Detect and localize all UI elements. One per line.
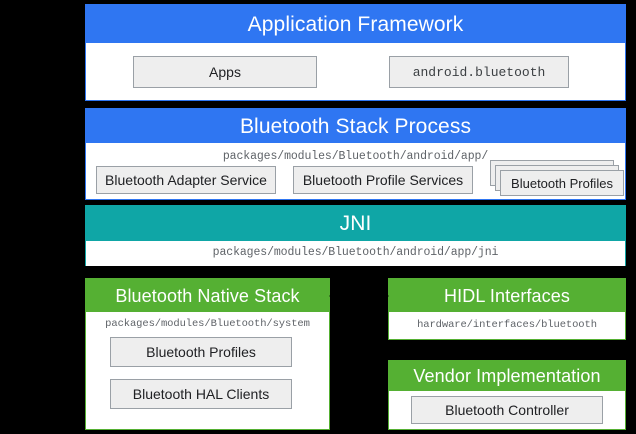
bluetooth-stack-process-path: packages/modules/Bluetooth/android/app/ (222, 150, 489, 163)
jni-path: packages/modules/Bluetooth/android/app/j… (212, 246, 499, 259)
hidl-interfaces-header: HIDL Interfaces (389, 279, 625, 312)
connector-line (336, 295, 382, 297)
jni-body: packages/modules/Bluetooth/android/app/j… (86, 241, 625, 266)
box-bluetooth-profile-services[interactable]: Bluetooth Profile Services (293, 166, 473, 194)
bluetooth-stack-process-header: Bluetooth Stack Process (86, 109, 625, 143)
layer-jni: JNI packages/modules/Bluetooth/android/a… (85, 205, 626, 266)
box-bluetooth-profile-services-label: Bluetooth Profile Services (302, 172, 464, 188)
application-framework-header: Application Framework (86, 5, 625, 43)
box-bluetooth-controller[interactable]: Bluetooth Controller (411, 396, 603, 424)
vendor-implementation-body: Bluetooth Controller (389, 391, 625, 429)
layer-application-framework: Application Framework Apps android.bluet… (85, 4, 626, 101)
layer-bluetooth-stack-process: Bluetooth Stack Process packages/modules… (85, 108, 626, 200)
bluetooth-native-stack-path: packages/modules/Bluetooth/system (105, 318, 310, 330)
application-framework-body: Apps android.bluetooth (86, 43, 625, 100)
box-bluetooth-adapter-service-label: Bluetooth Adapter Service (105, 172, 267, 188)
box-android-bluetooth[interactable]: android.bluetooth (389, 56, 569, 88)
layer-hidl-interfaces: HIDL Interfaces hardware/interfaces/blue… (388, 278, 626, 340)
box-bluetooth-controller-label: Bluetooth Controller (445, 402, 569, 418)
layer-vendor-implementation: Vendor Implementation Bluetooth Controll… (388, 360, 626, 430)
vendor-implementation-header: Vendor Implementation (389, 361, 625, 391)
bluetooth-native-stack-body: packages/modules/Bluetooth/system Blueto… (86, 312, 329, 429)
box-bluetooth-hal-clients[interactable]: Bluetooth HAL Clients (110, 379, 292, 409)
layer-bluetooth-native-stack: Bluetooth Native Stack packages/modules/… (85, 278, 330, 430)
bluetooth-native-stack-header: Bluetooth Native Stack (86, 279, 329, 312)
box-bluetooth-profiles-stacked-label: Bluetooth Profiles (511, 175, 613, 191)
jni-header: JNI (86, 206, 625, 241)
hidl-interfaces-body: hardware/interfaces/bluetooth (389, 312, 625, 339)
box-bluetooth-hal-clients-label: Bluetooth HAL Clients (132, 386, 270, 402)
box-apps-label: Apps (209, 64, 241, 80)
box-apps[interactable]: Apps (133, 56, 317, 88)
box-android-bluetooth-label: android.bluetooth (412, 64, 546, 80)
hidl-interfaces-path: hardware/interfaces/bluetooth (417, 319, 597, 331)
connector-arrowhead-right-icon (381, 291, 389, 301)
box-bluetooth-profiles-stacked-front[interactable]: Bluetooth Profiles (500, 170, 624, 196)
box-native-bluetooth-profiles[interactable]: Bluetooth Profiles (110, 337, 292, 367)
bluetooth-stack-process-body: packages/modules/Bluetooth/android/app/ … (86, 143, 625, 199)
box-native-bluetooth-profiles-label: Bluetooth Profiles (146, 344, 256, 360)
box-bluetooth-adapter-service[interactable]: Bluetooth Adapter Service (96, 166, 276, 194)
connector-arrowhead-left-icon (329, 291, 337, 301)
